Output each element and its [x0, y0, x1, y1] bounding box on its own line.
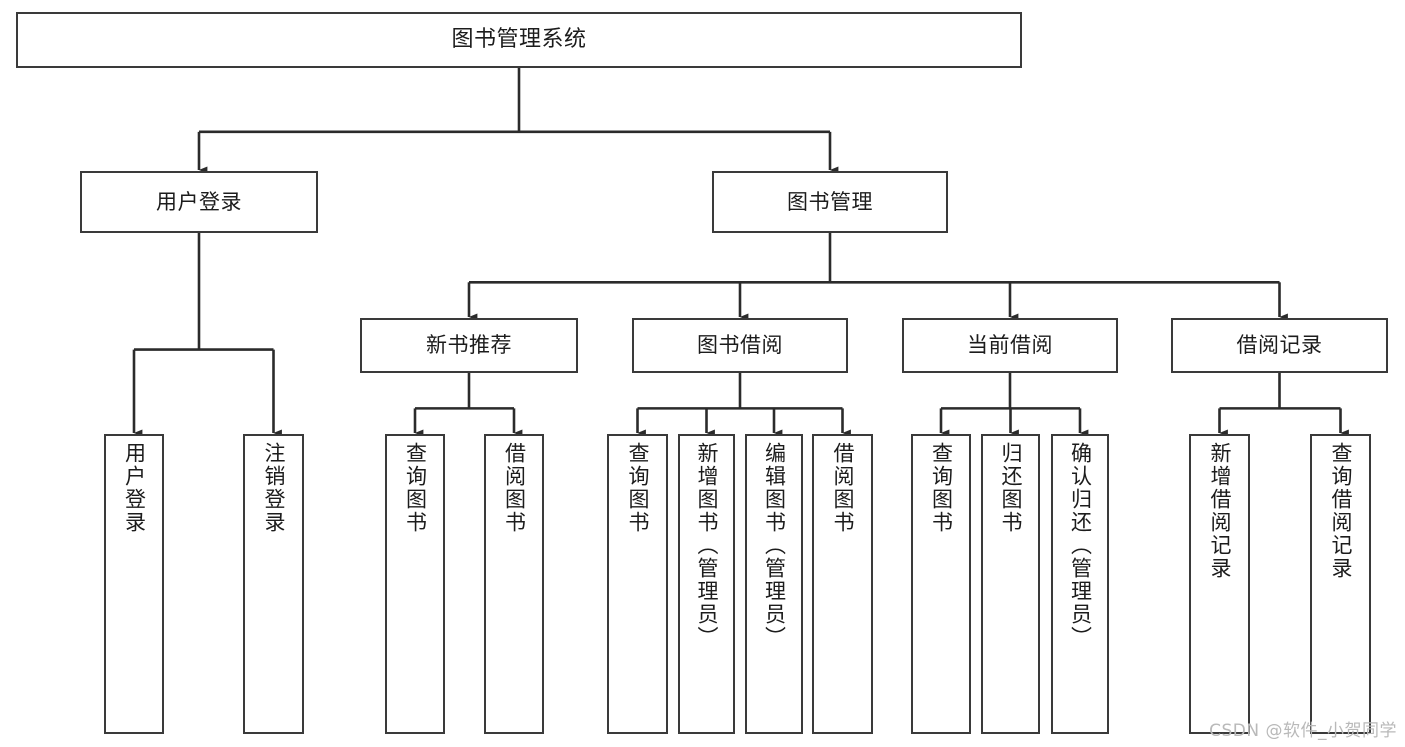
node-label: 编辑图书（管理员）: [762, 442, 787, 649]
node-label: 查询借阅记录: [1329, 442, 1353, 580]
node-label: 查询图书: [626, 442, 650, 534]
node-leaf-query-book-current[interactable]: 查询图书: [911, 434, 971, 734]
node-root-book-management-system[interactable]: 图书管理系统: [16, 12, 1022, 68]
node-book-borrowing[interactable]: 图书借阅: [632, 318, 848, 373]
node-leaf-query-book-borrow[interactable]: 查询图书: [607, 434, 668, 734]
node-leaf-user-login[interactable]: 用户登录: [104, 434, 164, 734]
node-leaf-confirm-return-admin[interactable]: 确认归还（管理员）: [1051, 434, 1109, 734]
node-label: 归还图书: [999, 442, 1023, 534]
node-label: 图书管理: [787, 189, 873, 214]
node-leaf-edit-book-admin[interactable]: 编辑图书（管理员）: [745, 434, 803, 734]
node-book-management[interactable]: 图书管理: [712, 171, 948, 233]
node-leaf-add-borrow-record[interactable]: 新增借阅记录: [1189, 434, 1250, 734]
node-label: 用户登录: [122, 442, 147, 534]
node-label: 借阅记录: [1236, 333, 1323, 358]
node-label: 借阅图书: [831, 442, 855, 534]
node-leaf-borrow-book-rec[interactable]: 借阅图书: [484, 434, 544, 734]
node-current-borrowing[interactable]: 当前借阅: [902, 318, 1118, 373]
node-label: 当前借阅: [967, 333, 1053, 358]
node-label: 新增借阅记录: [1208, 442, 1232, 580]
node-leaf-logout[interactable]: 注销登录: [243, 434, 304, 734]
node-label: 图书借阅: [697, 333, 783, 358]
node-label: 用户登录: [156, 189, 242, 214]
watermark-text: CSDN @软件_小贺同学: [1209, 721, 1397, 741]
node-label: 查询图书: [403, 442, 428, 534]
node-label: 注销登录: [262, 442, 286, 534]
node-new-book-recommendation[interactable]: 新书推荐: [360, 318, 578, 373]
node-user-login[interactable]: 用户登录: [80, 171, 318, 233]
node-borrowing-records[interactable]: 借阅记录: [1171, 318, 1388, 373]
node-label: 查询图书: [929, 442, 954, 534]
node-label: 图书管理系统: [451, 26, 587, 52]
node-leaf-add-book-admin[interactable]: 新增图书（管理员）: [678, 434, 735, 734]
node-label: 新书推荐: [426, 333, 512, 358]
node-leaf-query-book-rec[interactable]: 查询图书: [385, 434, 445, 734]
node-leaf-query-borrow-record[interactable]: 查询借阅记录: [1310, 434, 1371, 734]
node-label: 借阅图书: [502, 442, 527, 534]
node-label: 新增图书（管理员）: [695, 442, 719, 649]
node-leaf-borrow-book[interactable]: 借阅图书: [812, 434, 873, 734]
node-leaf-return-book[interactable]: 归还图书: [981, 434, 1040, 734]
node-label: 确认归还（管理员）: [1068, 442, 1093, 649]
